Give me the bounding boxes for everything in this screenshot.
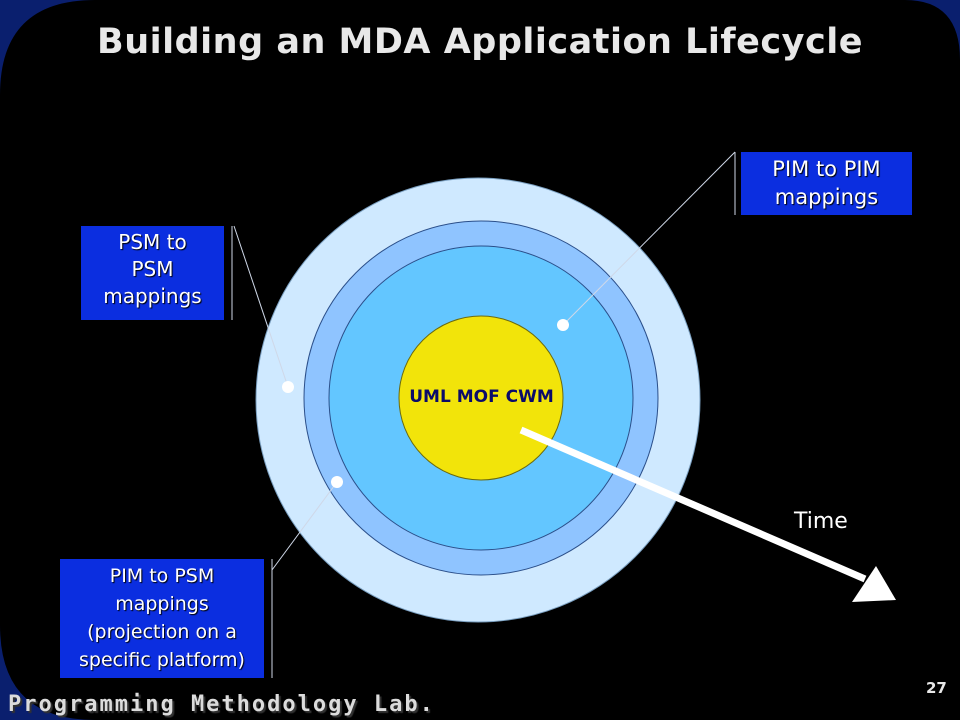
time-arrow-head bbox=[852, 566, 896, 602]
callout-line: PSM to bbox=[118, 230, 187, 254]
time-label: Time bbox=[794, 509, 848, 534]
panel-corner bbox=[905, 0, 960, 60]
core-circle bbox=[398, 315, 564, 481]
callout-line: PSM bbox=[131, 257, 174, 281]
callout-line: (projection on a bbox=[87, 621, 237, 643]
core-label: UML MOF CWM bbox=[409, 387, 554, 407]
psm-callout-line bbox=[233, 225, 289, 388]
pimpsm-callout-dot bbox=[331, 476, 343, 488]
pim-to-psm-callout: PIM to PSM mappings (projection on a spe… bbox=[60, 559, 264, 678]
callout-line: mappings bbox=[774, 185, 879, 209]
callout-line: mappings bbox=[103, 284, 202, 308]
footer-lab-name: Programming Methodology Lab. bbox=[8, 692, 435, 717]
pim-callout-line bbox=[562, 151, 736, 326]
callout-line: PIM to PIM bbox=[772, 157, 881, 181]
page-number: 27 bbox=[926, 679, 947, 697]
psm-callout-dot bbox=[282, 381, 294, 393]
psm-to-psm-callout: PSM to PSM mappings bbox=[81, 226, 224, 320]
pim-callout-dot bbox=[557, 319, 569, 331]
pimpsm-callout-line bbox=[271, 481, 338, 571]
callout-line: specific platform) bbox=[79, 649, 245, 671]
slide-title: Building an MDA Application Lifecycle bbox=[97, 22, 863, 62]
time-arrow-shaft bbox=[519, 426, 867, 583]
callout-line: mappings bbox=[115, 593, 209, 615]
pim-to-pim-callout: PIM to PIM mappings bbox=[741, 152, 912, 215]
callout-line: PIM to PSM bbox=[109, 565, 215, 587]
